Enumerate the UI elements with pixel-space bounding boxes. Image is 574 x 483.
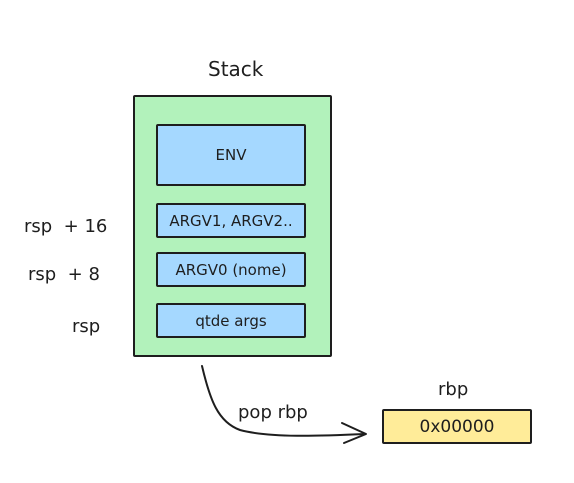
pointer-label-rsp: rsp — [72, 316, 101, 337]
stack-cell-qtde-args: qtde args — [156, 303, 306, 338]
arrow-label-pop-rbp: pop rbp — [238, 402, 308, 423]
register-value-box: 0x00000 — [382, 409, 532, 444]
stack-cell-argv1-argv2: ARGV1, ARGV2.. — [156, 203, 306, 238]
pointer-label-rsp-plus-16: rsp + 16 — [24, 216, 108, 237]
register-title-rbp: rbp — [438, 379, 469, 400]
pointer-label-rsp-plus-8: rsp + 8 — [28, 264, 100, 285]
stack-cell-env: ENV — [156, 124, 306, 186]
stack-box: ENV ARGV1, ARGV2.. ARGV0 (nome) qtde arg… — [133, 95, 332, 357]
stack-title: Stack — [208, 57, 264, 81]
stack-cell-argv0: ARGV0 (nome) — [156, 252, 306, 287]
